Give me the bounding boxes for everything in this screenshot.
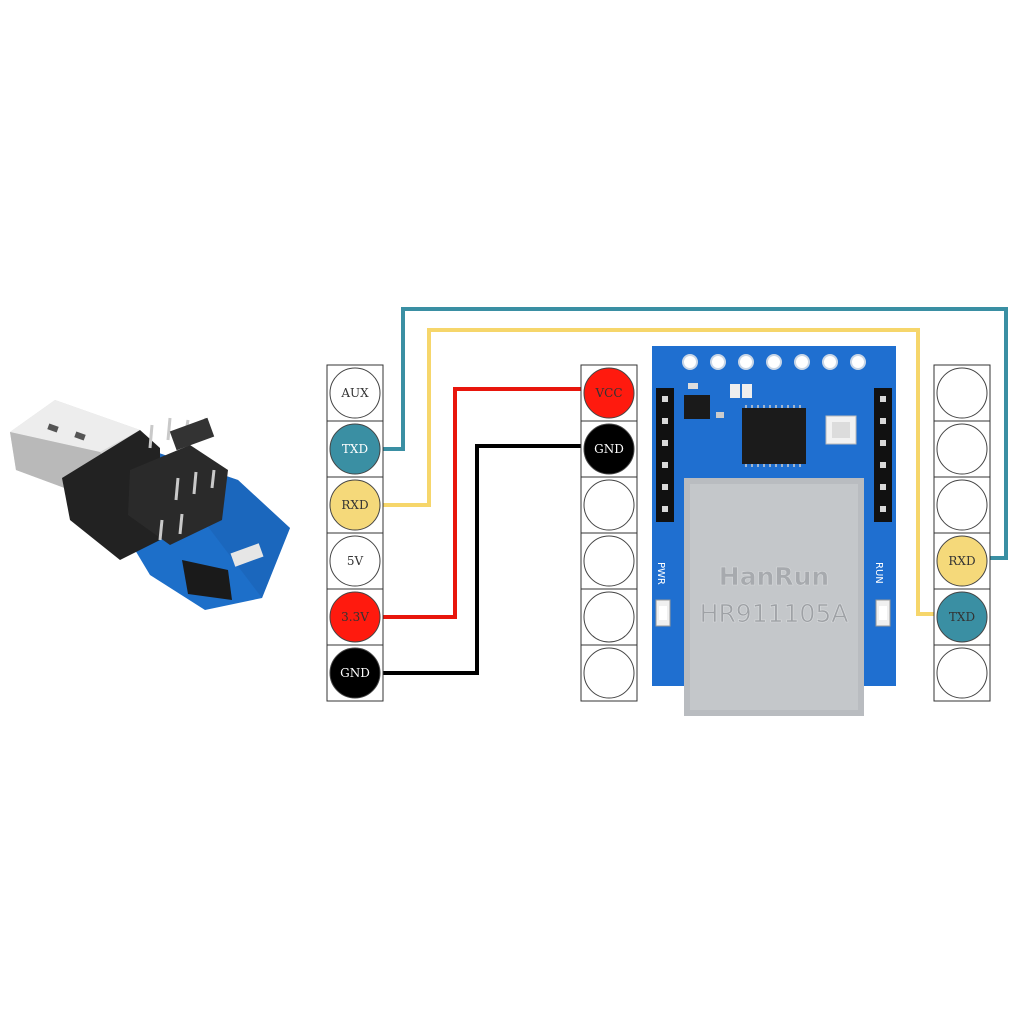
- right-pin-blank-5: [933, 644, 991, 702]
- pin-circle: [936, 367, 988, 419]
- pin-circle: [583, 591, 635, 643]
- pin-label: 3.3V: [341, 610, 369, 624]
- middle-pin-vcc: VCC: [580, 364, 638, 422]
- right-pin-blank-0: [933, 364, 991, 422]
- pin-circle: [329, 367, 381, 419]
- pin-circle: [329, 647, 381, 699]
- middle-pin-gnd: GND: [580, 420, 638, 478]
- run-label: RUN: [873, 562, 884, 584]
- pwr-label: PWR: [655, 562, 666, 585]
- pin-circle: [329, 479, 381, 531]
- pin-circle: [936, 535, 988, 587]
- right-pin-rxd: RXD: [933, 532, 991, 590]
- middle-pin-blank-5: [580, 644, 638, 702]
- wire-gnd-to-gnd: [381, 444, 583, 675]
- wire-rxd-to-txd: [381, 328, 936, 616]
- right-pin-blank-1: [933, 420, 991, 478]
- pin-circle: [583, 535, 635, 587]
- wire-txd-to-rxd: [381, 307, 1008, 560]
- pin-circle: [583, 367, 635, 419]
- pin-label: 5V: [347, 554, 364, 568]
- left-pin-5v: 5V: [326, 532, 384, 590]
- wire-3v3-to-vcc: [381, 387, 583, 619]
- left-pin-gnd: GND: [326, 644, 384, 702]
- pin-circle: [936, 647, 988, 699]
- pin-circle: [329, 423, 381, 475]
- ethernet-controller-chip: [742, 408, 806, 464]
- pin-label: GND: [340, 666, 370, 680]
- left-pin-33v: 3.3V: [326, 588, 384, 646]
- right-header-column: RXD TXD: [933, 364, 991, 702]
- left-pin-txd: TXD: [326, 420, 384, 478]
- module-top-holes: [682, 354, 866, 370]
- pin-label: VCC: [594, 386, 622, 400]
- pin-circle: [936, 479, 988, 531]
- pin-circle: [936, 591, 988, 643]
- middle-pin-blank-2: [580, 476, 638, 534]
- usb-ttl-adapter-photo-icon: [10, 400, 290, 610]
- middle-pin-blank-4: [580, 588, 638, 646]
- right-pin-blank-2: [933, 476, 991, 534]
- pin-circle: [583, 479, 635, 531]
- pin-label: RXD: [948, 554, 975, 568]
- pin-label: TXD: [342, 442, 368, 456]
- pin-label: GND: [594, 442, 624, 456]
- pin-label: RXD: [341, 498, 368, 512]
- ethernet-module: HanRun HR911105A PWR RUN: [652, 346, 896, 716]
- module-left-header: [656, 388, 674, 522]
- middle-header-column: VCC GND: [580, 364, 638, 702]
- wires: [381, 307, 1008, 675]
- left-header-column: AUX TXD RXD 5V 3.3V GND: [326, 364, 384, 702]
- pin-circle: [329, 535, 381, 587]
- module-brand: HanRun: [719, 562, 829, 591]
- pin-circle: [583, 423, 635, 475]
- module-right-header: [874, 388, 892, 522]
- pin-circle: [583, 647, 635, 699]
- left-pin-rxd: RXD: [326, 476, 384, 534]
- pin-label: AUX: [340, 386, 369, 400]
- left-pin-aux: AUX: [326, 364, 384, 422]
- pin-label: TXD: [949, 610, 975, 624]
- pin-circle: [936, 423, 988, 475]
- pin-circle: [329, 591, 381, 643]
- middle-pin-blank-3: [580, 532, 638, 590]
- right-pin-txd: TXD: [933, 588, 991, 646]
- module-part-number: HR911105A: [700, 599, 849, 628]
